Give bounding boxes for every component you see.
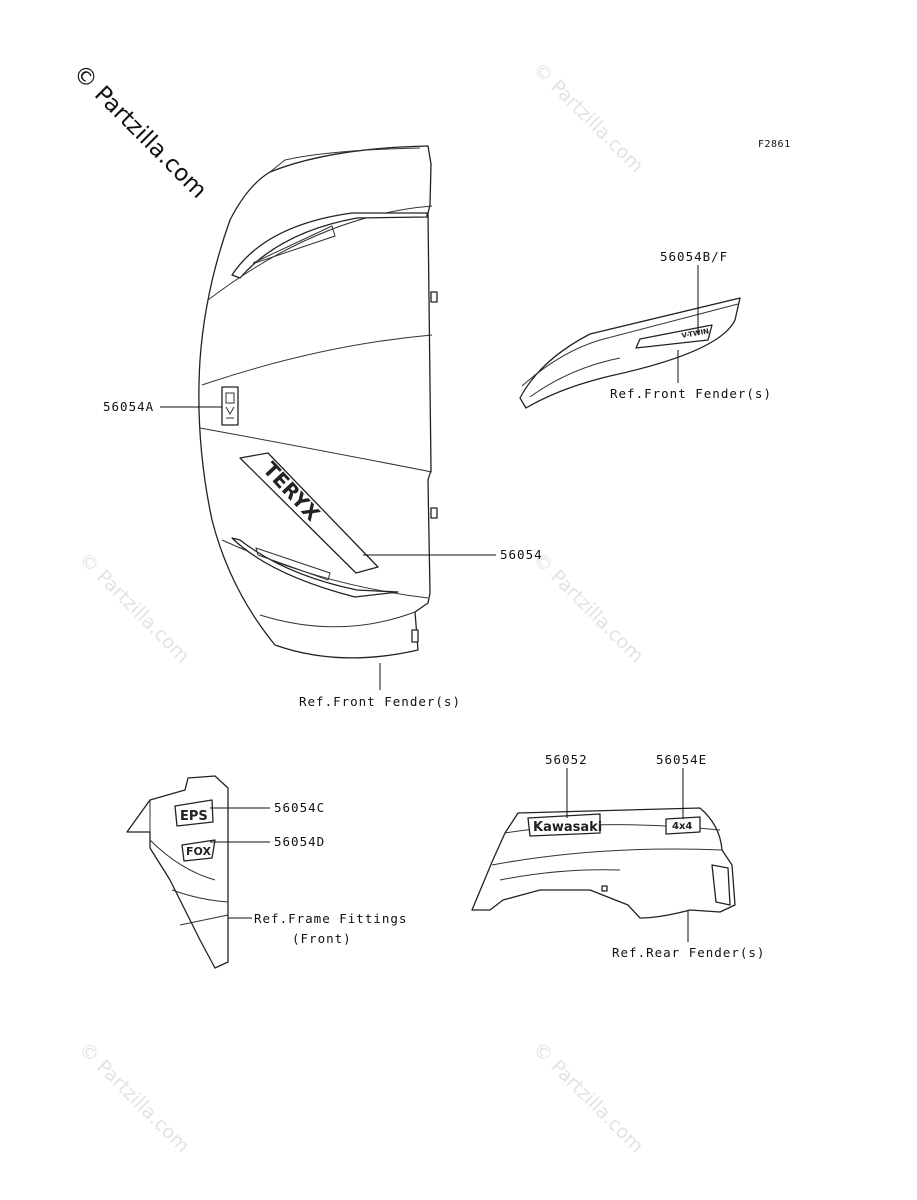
decal-56054a <box>221 386 239 426</box>
label-ref-frame-fittings-front: (Front) <box>292 931 352 946</box>
leader-lines <box>160 265 699 942</box>
label-ref-front-fender-side: Ref.Front Fender(s) <box>610 386 772 401</box>
label-56054bf: 56054B/F <box>660 249 728 264</box>
fourbyfour-decal-text: 4x4 <box>672 821 692 832</box>
label-ref-rear-fender: Ref.Rear Fender(s) <box>612 945 765 960</box>
label-ref-frame-fittings: Ref.Frame Fittings <box>254 911 407 926</box>
label-ref-front-fender-main: Ref.Front Fender(s) <box>299 694 461 709</box>
rear-fender: Kawasaki 4x4 <box>471 807 736 919</box>
label-56054d: 56054D <box>274 834 325 849</box>
fox-decal-text: FOX <box>186 845 211 858</box>
copyright-watermark: © Partzilla.com <box>68 60 212 204</box>
label-56054a: 56054A <box>103 399 154 414</box>
callout-labels: 56054A 56054 56054B/F Ref.Front Fender(s… <box>103 249 772 960</box>
watermark-mid-center: © Partzilla.com <box>528 548 647 667</box>
kawasaki-decal-text: Kawasaki <box>533 820 602 835</box>
watermark-bottom-center: © Partzilla.com <box>528 1038 647 1157</box>
label-56052: 56052 <box>545 752 588 767</box>
watermark-bottom-left: © Partzilla.com <box>74 1038 193 1157</box>
front-fender-hood <box>198 145 438 659</box>
watermark-top-center: © Partzilla.com <box>528 58 647 177</box>
label-56054e: 56054E <box>656 752 707 767</box>
label-56054: 56054 <box>500 547 543 562</box>
front-fender-side-strip: V-TWIN <box>519 297 741 409</box>
figure-code: F2861 <box>758 139 791 150</box>
label-56054c: 56054C <box>274 800 325 815</box>
eps-decal-text: EPS <box>180 809 208 824</box>
watermark-mid-left: © Partzilla.com <box>74 548 193 667</box>
frame-fittings-panel: EPS FOX <box>126 775 229 969</box>
